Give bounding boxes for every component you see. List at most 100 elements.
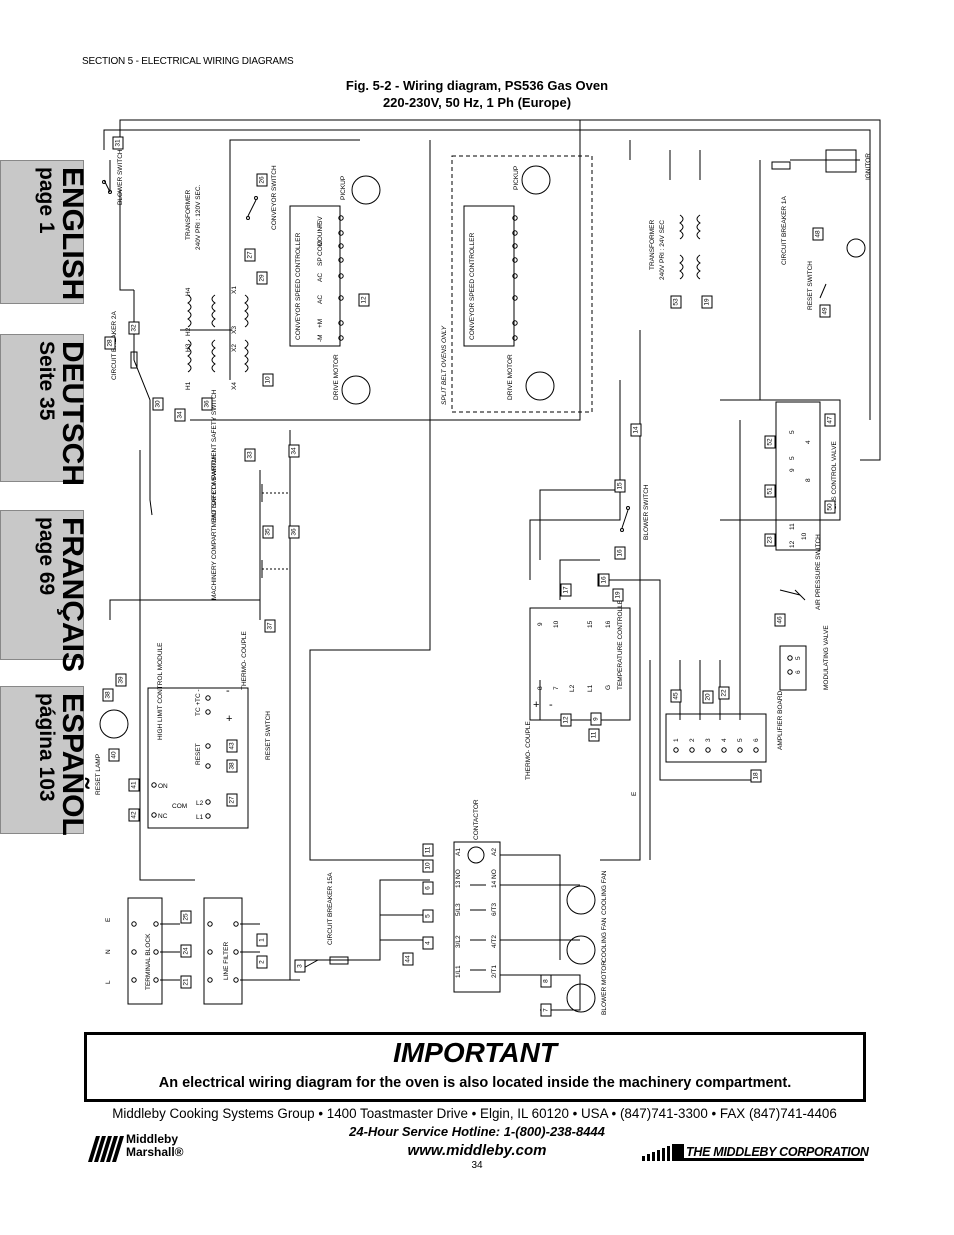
wire-number: 24 xyxy=(180,944,192,958)
conveyor-switch xyxy=(246,196,258,220)
company-address: Middleby Cooking Systems Group • 1400 To… xyxy=(112,1106,837,1121)
hlm-pin-tc-plus: TC + xyxy=(195,702,202,716)
wire-number-label: 30 xyxy=(155,400,162,408)
wire-number-label: 42 xyxy=(131,811,138,819)
drive-motor-label-split: DRIVE MOTOR xyxy=(507,354,514,400)
wire-number-box xyxy=(115,673,127,687)
wire-number-label: 10 xyxy=(425,862,432,870)
amp-pin-4: 4 xyxy=(721,738,728,742)
wiring-diagram: CIRCUIT BREAKER 2A BLOWER SWITCH TRANSFO… xyxy=(95,119,881,1017)
website-link[interactable]: www.middleby.com xyxy=(407,1142,547,1159)
wire-number-label: 53 xyxy=(673,298,680,306)
wire-number-label: 36 xyxy=(291,528,298,536)
wire-number-box xyxy=(262,525,274,539)
earth-label: E xyxy=(631,791,638,796)
wire-number-label: 16 xyxy=(601,576,608,584)
important-note: An electrical wiring diagram for the ove… xyxy=(158,1075,792,1091)
pickup-label-main: PICKUP xyxy=(340,176,347,200)
ctrl-pin-5v: +5V xyxy=(317,216,324,228)
motor-compartment-safety-label: MOTOR COMPARTMENT SAFETY SWITCH xyxy=(211,389,218,520)
wire-number-label: 43 xyxy=(229,742,236,750)
high-limit-label: HIGH LIMIT CONTROL MODULE xyxy=(157,642,164,740)
gas-valve-pin-10: 10 xyxy=(801,532,808,540)
wire-number-box xyxy=(774,613,786,627)
wire-number-box xyxy=(560,583,572,597)
figure-title: Fig. 5-2 - Wiring diagram, PS536 Gas Ove… xyxy=(345,78,609,93)
wire-number-label: 34 xyxy=(177,411,184,419)
wire-number-box xyxy=(670,689,682,703)
wire-number-label: 7 xyxy=(543,1008,550,1012)
xfmr-pin-h3: H3 xyxy=(185,343,192,352)
hlm-pin-reset: RESET xyxy=(195,743,202,765)
ctrl-pin-com: COM xyxy=(317,241,324,256)
wire-number-box xyxy=(226,759,238,773)
transformer-left-spec: 240V PRI : 120V SEC. xyxy=(195,184,202,250)
bus-wires xyxy=(103,119,881,1011)
wire-number-box xyxy=(112,136,124,150)
temp-pin-l1: L1 xyxy=(587,684,594,692)
wire-number-box xyxy=(422,881,434,895)
wire-number-label: 2 xyxy=(259,960,266,964)
contactor-pin-1l1: 1/L1 xyxy=(455,965,462,978)
wire-number: 6 xyxy=(422,881,434,895)
gas-valve-pin-5a: 5 xyxy=(789,430,796,434)
wire-number-label: 52 xyxy=(767,438,774,446)
motor-compartment-safety-switch xyxy=(261,480,291,505)
important-notice: IMPORTANT An electrical wiring diagram f… xyxy=(84,1032,866,1102)
wire-number-label: 44 xyxy=(405,955,412,963)
wire-number-box xyxy=(174,408,186,422)
section-title: SECTION 5 - ELECTRICAL WIRING DIAGRAMS xyxy=(82,56,294,67)
circuit-breaker-15a-label: CIRCUIT BREAKER 15A xyxy=(327,872,334,945)
amp-pin-6: 6 xyxy=(753,738,760,742)
wire-number-box xyxy=(102,688,114,702)
wire-number-label: 23 xyxy=(767,536,774,544)
temperature-controller xyxy=(529,607,631,721)
amplifier-board-label: AMPLIFIER BOARD xyxy=(777,690,784,750)
wire-number: 26 xyxy=(256,173,268,187)
wire-number: 20 xyxy=(702,690,714,704)
temperature-controller-label: TEMPERATURE CONTROLLER xyxy=(617,595,624,690)
wire-number-box xyxy=(750,769,762,783)
wire-number-label: 27 xyxy=(247,251,254,259)
wire-number-label: 37 xyxy=(267,622,274,630)
wire-number-label: 16 xyxy=(617,549,624,557)
wire-number-box xyxy=(764,484,776,498)
wire-number: 21 xyxy=(180,975,192,989)
wire-number-box xyxy=(180,944,192,958)
temp-pin-g: G xyxy=(605,685,612,690)
wire-number-label: 49 xyxy=(822,307,829,315)
wire-number: 47 xyxy=(824,413,836,427)
wire-number-label: 4 xyxy=(425,941,432,945)
drive-motor-label-main: DRIVE MOTOR xyxy=(333,354,340,400)
reset-switch-right xyxy=(819,238,866,299)
wire-number-box xyxy=(540,1003,552,1017)
wire-number-label: 50 xyxy=(827,503,834,511)
temp-pin-10: 10 xyxy=(553,620,560,628)
wire-number: 9 xyxy=(590,712,602,726)
pickup-label-split: PICKUP xyxy=(513,166,520,190)
wire-number: 30 xyxy=(152,397,164,411)
wire-number-box xyxy=(614,479,626,493)
wire-number-label: 41 xyxy=(131,781,138,789)
wire-number-box xyxy=(180,910,192,924)
amp-pin-2: 2 xyxy=(689,738,696,742)
wire-number-box xyxy=(718,686,730,700)
wire-number-box xyxy=(612,588,624,602)
wire-number-box xyxy=(226,793,238,807)
wire-number: 27 xyxy=(244,248,256,262)
wire-number: 7 xyxy=(540,1003,552,1017)
xfmr-pin-h4: H4 xyxy=(185,287,192,296)
thermocouple-mid-label: THERMO- COUPLE xyxy=(525,720,532,780)
hlm-pin-tc-minus: TC - xyxy=(195,689,202,702)
wire-number: 32 xyxy=(128,321,140,335)
wire-number: 18 xyxy=(750,769,762,783)
transformer-right-label: TRANSFORMER xyxy=(649,220,656,271)
wire-number: 11 xyxy=(422,843,434,857)
wire-number-label: 19 xyxy=(615,591,622,599)
wire-number-box xyxy=(128,808,140,822)
wire-number: 45 xyxy=(670,689,682,703)
